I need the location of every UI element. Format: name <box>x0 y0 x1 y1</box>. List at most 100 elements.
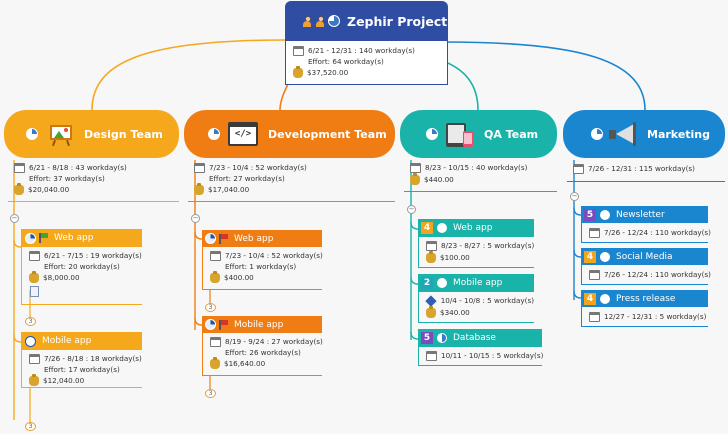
progress-pie-icon <box>600 251 610 262</box>
note-icon[interactable] <box>30 286 39 297</box>
task-dates: 10/11 - 10/15 : 5 workday(s) <box>441 351 544 360</box>
task-header[interactable]: Web app <box>21 229 142 247</box>
design-team-header[interactable]: Design Team <box>4 110 179 158</box>
qa-team-dates: 8/23 - 10/15 : 40 workday(s) <box>425 163 528 172</box>
task-info: 7/23 - 10/4 : 52 workday(s) Effort: 1 wo… <box>202 247 323 290</box>
money-bag-icon <box>410 173 420 185</box>
calendar-icon <box>589 312 600 322</box>
subtask-count-badge[interactable]: 3 <box>205 389 216 398</box>
qa-task-mobile-app[interactable]: 2 Mobile app 10/4 - 10/8 : 5 workday(s) … <box>418 274 534 323</box>
calendar-icon <box>426 241 437 251</box>
subtask-count-badge[interactable]: 3 <box>25 317 36 326</box>
collapse-toggle[interactable]: − <box>570 192 579 201</box>
task-dates: 8/23 - 8/27 : 5 workday(s) <box>441 241 535 250</box>
progress-pie-icon <box>426 128 438 140</box>
branch-qa-team[interactable]: QA Team 8/23 - 10/15 : 40 workday(s) $44… <box>400 110 557 192</box>
design-team-effort: Effort: 37 workday(s) <box>29 174 105 183</box>
progress-pie-icon <box>25 335 36 347</box>
root-header[interactable]: Zephir Project <box>285 1 448 41</box>
development-team-cost: $17,040.00 <box>208 185 250 194</box>
progress-pie-icon <box>26 128 38 140</box>
person-icon <box>302 15 312 27</box>
money-bag-icon <box>14 183 24 195</box>
priority-badge: 2 <box>421 277 433 289</box>
task-header[interactable]: 2 Mobile app <box>418 274 534 292</box>
qa-task-web-app[interactable]: 4 Web app 8/23 - 8/27 : 5 workday(s) $10… <box>418 219 534 268</box>
marketing-title: Marketing <box>647 127 711 141</box>
task-title: Web app <box>54 233 94 243</box>
task-info: 10/4 - 10/8 : 5 workday(s) $340.00 <box>418 292 534 323</box>
branch-development-team[interactable]: </> Development Team 7/23 - 10/4 : 52 wo… <box>184 110 395 202</box>
money-bag-icon <box>293 66 303 78</box>
marketing-task-newsletter[interactable]: 5 Newsletter 7/26 - 12/24 : 110 workday(… <box>581 206 711 243</box>
task-header[interactable]: 4 Web app <box>418 219 534 237</box>
subtask-count-badge[interactable]: 3 <box>25 422 36 431</box>
calendar-icon <box>29 354 40 364</box>
marketing-task-social-media[interactable]: 4 Social Media 7/26 - 12/24 : 110 workda… <box>581 248 711 285</box>
development-task-mobile-app[interactable]: Mobile app 8/19 - 9/24 : 27 workday(s) E… <box>202 316 323 376</box>
marketing-task-press-release[interactable]: 4 Press release 12/27 - 12/31 : 5 workda… <box>581 290 708 327</box>
task-effort: Effort: 20 workday(s) <box>44 262 120 271</box>
progress-pie-icon <box>208 128 220 140</box>
money-bag-icon <box>29 374 39 386</box>
priority-badge: 4 <box>584 292 596 305</box>
development-team-header[interactable]: </> Development Team <box>184 110 395 158</box>
money-bag-icon <box>194 183 204 195</box>
progress-pie-icon <box>25 232 36 244</box>
task-header[interactable]: 5 Database <box>418 329 542 347</box>
task-title: Press release <box>616 293 676 304</box>
task-dates: 12/27 - 12/31 : 5 workday(s) <box>604 312 707 321</box>
qa-team-header[interactable]: QA Team <box>400 110 557 158</box>
task-info: 8/23 - 8/27 : 5 workday(s) $100.00 <box>418 237 534 268</box>
money-bag-icon <box>29 271 39 283</box>
diamond-icon <box>425 295 437 307</box>
qa-task-database[interactable]: 5 Database 10/11 - 10/15 : 5 workday(s) <box>418 329 544 366</box>
collapse-toggle[interactable]: − <box>10 214 19 223</box>
progress-pie-icon <box>205 319 216 330</box>
task-effort: Effort: 1 workday(s) <box>225 262 297 271</box>
qa-team-info: 8/23 - 10/15 : 40 workday(s) $440.00 <box>404 158 557 192</box>
subtask-count-badge[interactable]: 3 <box>205 303 216 312</box>
calendar-icon <box>573 164 584 174</box>
megaphone-icon <box>609 122 637 146</box>
task-header[interactable]: Mobile app <box>202 316 322 333</box>
calendar-icon <box>589 228 600 238</box>
task-header[interactable]: Mobile app <box>21 332 142 350</box>
task-header[interactable]: 4 Press release <box>581 290 708 307</box>
task-cost: $340.00 <box>440 308 470 317</box>
marketing-info: 7/26 - 12/31 : 115 workday(s) <box>567 158 725 182</box>
root-effort: Effort: 64 workday(s) <box>308 57 384 66</box>
task-cost: $100.00 <box>440 253 470 262</box>
task-dates: 7/23 - 10/4 : 52 workday(s) <box>225 251 323 260</box>
task-effort: Effort: 26 workday(s) <box>225 348 301 357</box>
development-task-web-app[interactable]: Web app 7/23 - 10/4 : 52 workday(s) Effo… <box>202 230 323 290</box>
priority-badge: 4 <box>421 222 433 234</box>
root-node[interactable]: Zephir Project 6/21 - 12/31 : 140 workda… <box>285 1 448 85</box>
task-cost: $400.00 <box>224 273 254 282</box>
task-dates: 7/26 - 8/18 : 18 workday(s) <box>44 354 142 363</box>
development-team-dates: 7/23 - 10/4 : 52 workday(s) <box>209 163 307 172</box>
branch-marketing[interactable]: Marketing 7/26 - 12/31 : 115 workday(s) <box>563 110 725 184</box>
progress-pie-icon <box>437 278 447 288</box>
collapse-toggle[interactable]: − <box>407 205 416 214</box>
money-bag-icon <box>426 306 436 318</box>
task-header[interactable]: 5 Newsletter <box>581 206 708 223</box>
marketing-dates: 7/26 - 12/31 : 115 workday(s) <box>588 164 695 173</box>
design-task-web-app[interactable]: Web app 6/21 - 7/15 : 19 workday(s) Effo… <box>21 229 142 305</box>
collapse-toggle[interactable]: − <box>191 214 200 223</box>
marketing-header[interactable]: Marketing <box>563 110 725 158</box>
task-dates: 7/26 - 12/24 : 110 workday(s) <box>604 228 711 237</box>
calendar-icon <box>410 163 421 173</box>
task-header[interactable]: Web app <box>202 230 322 247</box>
design-team-title: Design Team <box>84 127 163 141</box>
task-info: 7/26 - 12/24 : 110 workday(s) <box>581 223 711 243</box>
task-dates: 8/19 - 9/24 : 27 workday(s) <box>225 337 323 346</box>
branch-design-team[interactable]: Design Team 6/21 - 8/18 : 43 workday(s) … <box>4 110 179 202</box>
progress-pie-icon <box>205 233 216 244</box>
design-team-cost: $20,040.00 <box>28 185 70 194</box>
task-title: Newsletter <box>616 209 665 220</box>
task-header[interactable]: 4 Social Media <box>581 248 708 265</box>
calendar-icon <box>426 351 437 361</box>
design-task-mobile-app[interactable]: Mobile app 7/26 - 8/18 : 18 workday(s) E… <box>21 332 142 388</box>
